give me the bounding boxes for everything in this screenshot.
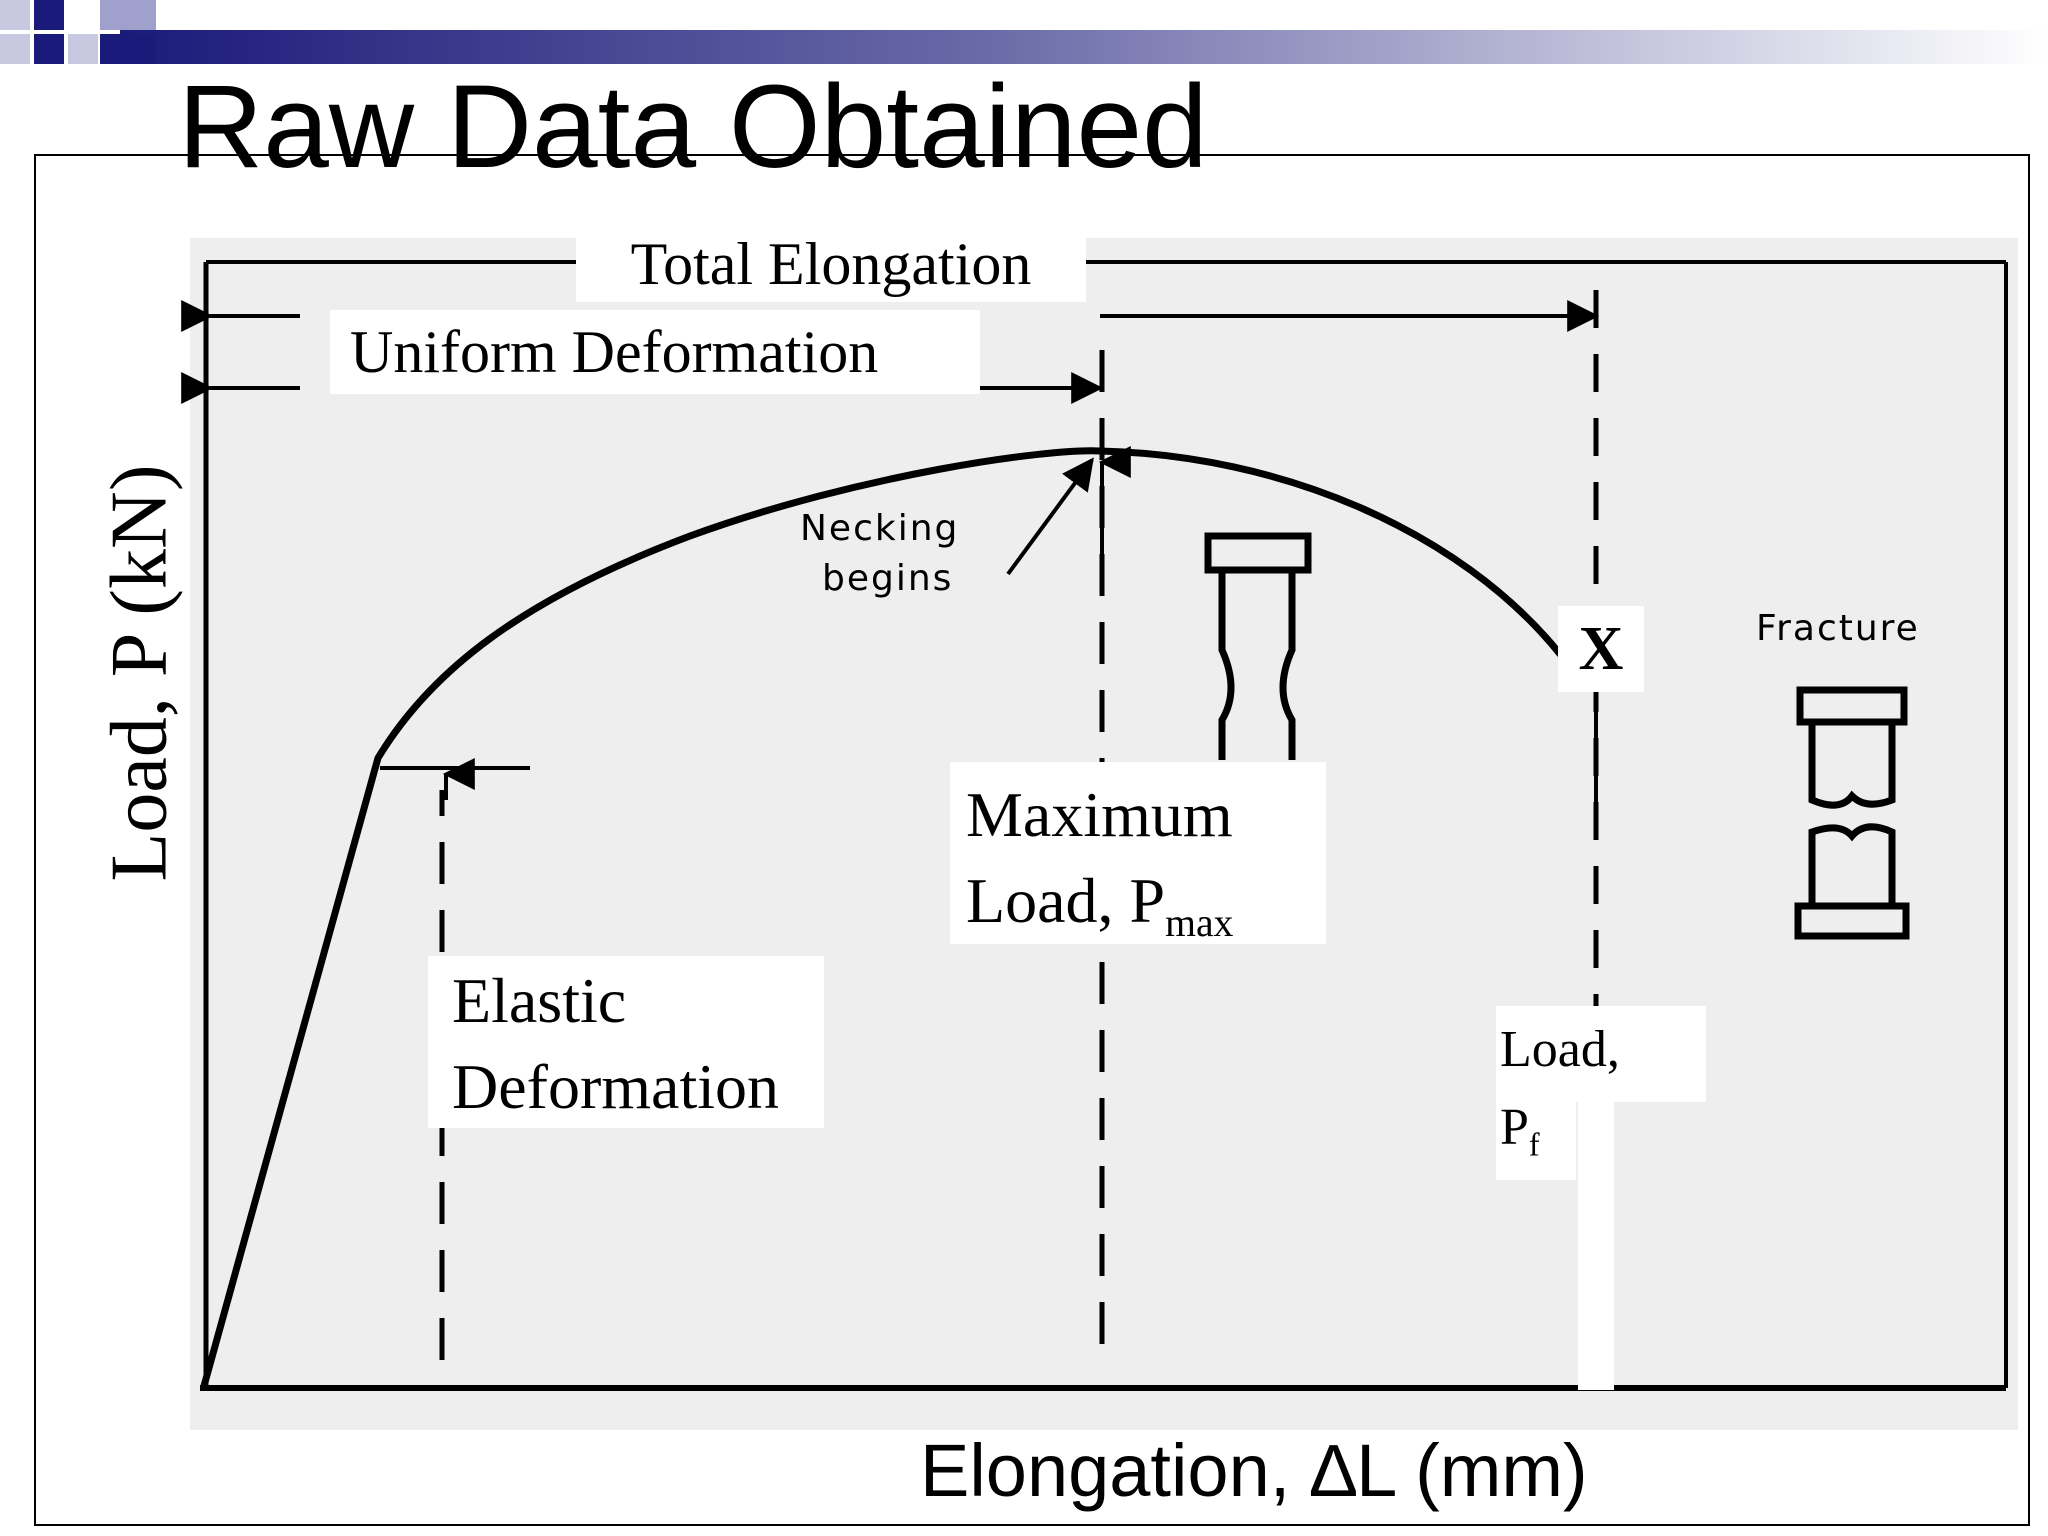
necked-specimen-icon: [1204, 532, 1312, 760]
fracture-load-gap: [1578, 1100, 1614, 1390]
x-axis-label: Elongation, ∆L (mm): [920, 1429, 1588, 1512]
banner-squares-icon: [0, 0, 156, 64]
elastic-deformation-label: Elastic Deformation: [428, 956, 824, 1128]
elastic-label-line2: Deformation: [452, 1051, 779, 1122]
total-elongation-label: Total Elongation: [576, 226, 1086, 302]
load-curve: [200, 447, 1564, 1390]
slide-title: Raw Data Obtained: [178, 61, 1208, 193]
fracture-top-label: Fracture: [1756, 608, 1920, 649]
y-axis-label: Load, P (kN): [95, 464, 184, 882]
diagram-frame: [34, 154, 2030, 1526]
fractured-specimen-icon: [1794, 686, 1910, 940]
maximum-load-line2: Load, Pmax: [966, 865, 1234, 945]
necking-label-line2: begins: [822, 558, 953, 599]
title-banner: [0, 0, 2048, 64]
necking-pointer: [1006, 457, 1094, 576]
uniform-deformation-label: Uniform Deformation: [330, 310, 980, 394]
fracture-load-label: Load,: [1496, 1006, 1706, 1102]
fracture-x-marker: X: [1558, 606, 1644, 692]
fracture-load-symbol: Pf: [1496, 1092, 1576, 1180]
maximum-load-label: Maximum Load, Pmax: [950, 762, 1326, 945]
necking-label-line1: Necking: [800, 508, 959, 549]
maximum-load-line1: Maximum: [966, 779, 1233, 850]
elastic-label-line1: Elastic: [452, 965, 627, 1036]
